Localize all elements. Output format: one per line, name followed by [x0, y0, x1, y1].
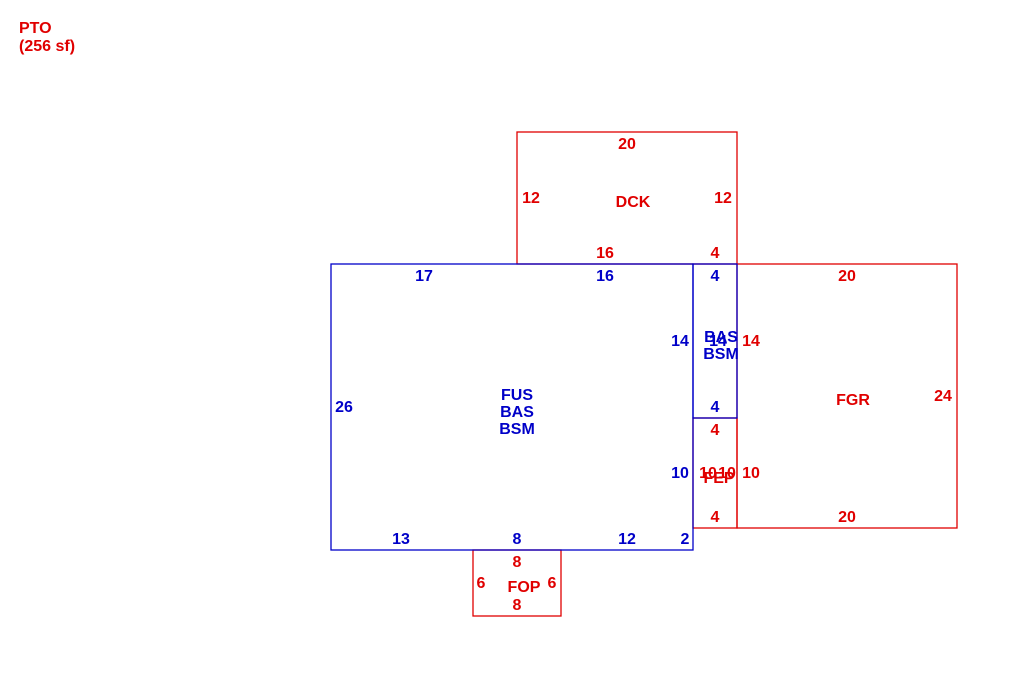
main-left-dimension: 26: [335, 399, 353, 416]
main-code-fus: FUS: [501, 387, 533, 404]
fop-top-dimension: 8: [513, 554, 522, 571]
fgr-left-dimension: 14: [742, 333, 760, 350]
pto-area-label: (256 sf): [19, 38, 75, 55]
fep-left-blue-dimension: 10: [671, 465, 689, 482]
main-top-right-dimension: 16: [596, 268, 614, 285]
fep-code-label: FEP: [703, 470, 734, 487]
fgr-top-dimension: 20: [838, 268, 856, 285]
dck-right-dimension: 12: [714, 190, 732, 207]
dck-bottom-right-dimension: 4: [711, 245, 720, 262]
fop-right-dimension: 6: [548, 575, 557, 592]
fop-code-label: FOP: [508, 579, 541, 596]
fep-bottom-dimension: 4: [711, 509, 720, 526]
main-bottom-c-dimension: 12: [618, 531, 636, 548]
bas-strip-overlap-dimension: 14: [709, 333, 727, 350]
dck-left-dimension: 12: [522, 190, 540, 207]
main-bottom-b-dimension: 8: [513, 531, 522, 548]
main-top-segment-dimension: 4: [711, 268, 720, 285]
bas-strip-code-bas: BAS: [704, 329, 738, 346]
bas-strip-bottom-dimension: 4: [711, 399, 720, 416]
fgr-bottom-dimension: 20: [838, 509, 856, 526]
fgr-right-dimension: 24: [934, 388, 952, 405]
main-bottom-d-dimension: 2: [681, 531, 690, 548]
fop-left-dimension: 6: [477, 575, 486, 592]
main-code-bsm: BSM: [499, 421, 535, 438]
fep-right-inner-dimension: 10: [718, 465, 736, 482]
dck-bottom-dimension: 16: [596, 245, 614, 262]
pto-code-label: PTO: [19, 20, 52, 37]
main-top-left-dimension: 17: [415, 268, 433, 285]
fop-bottom-dimension: 8: [513, 597, 522, 614]
main-bottom-a-dimension: 13: [392, 531, 410, 548]
main-code-bas: BAS: [500, 404, 534, 421]
bas-strip-outline: [692, 263, 738, 419]
fep-left-dimension: 10: [699, 465, 717, 482]
fep-right-dimension: 10: [742, 465, 760, 482]
fep-top-dimension: 4: [711, 422, 720, 439]
dck-code-label: DCK: [616, 194, 651, 211]
bas-strip-code-bsm: BSM: [703, 346, 739, 363]
dck-top-dimension: 20: [618, 136, 636, 153]
main-right-dimension: 14: [671, 333, 689, 350]
fgr-code-label: FGR: [836, 392, 870, 409]
